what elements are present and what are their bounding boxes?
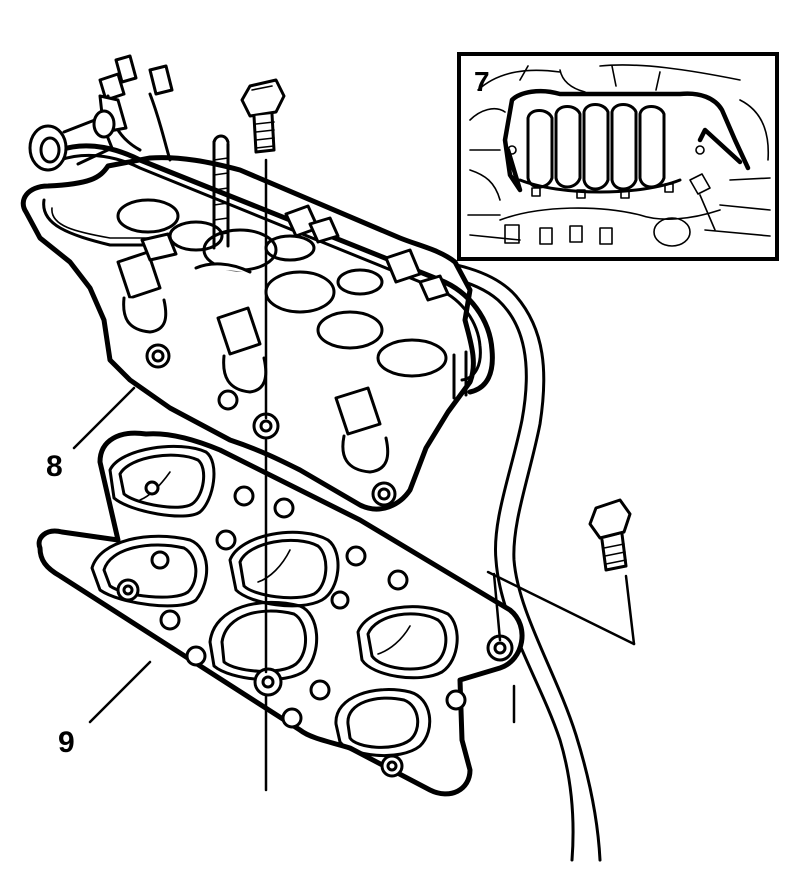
upper-intake-manifold: 8 [20, 54, 495, 512]
upper-manifold-callout-label: 8 [46, 450, 63, 483]
inset-panel: 7 [457, 52, 779, 261]
leader-lines [72, 158, 636, 792]
hose [383, 259, 602, 862]
bolt-lower-right [588, 498, 632, 572]
lower-manifold-gasket: 9 [36, 430, 525, 797]
inset-callout-label: 7 [474, 66, 490, 97]
bolt-upper [240, 78, 286, 154]
gasket-callout-label: 9 [58, 726, 75, 759]
